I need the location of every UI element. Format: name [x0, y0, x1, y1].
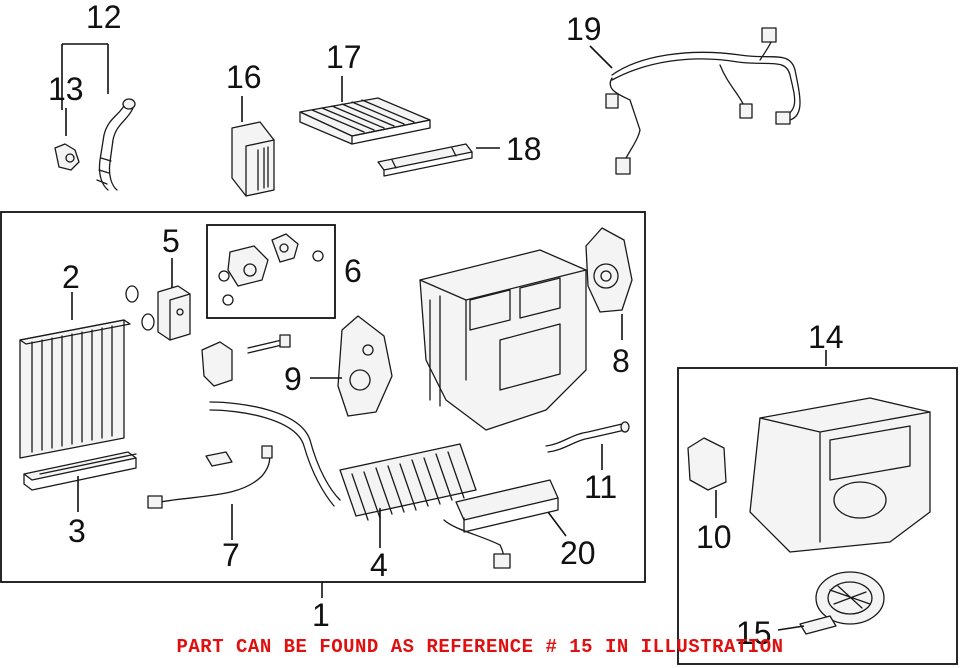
callout-8: 8 [612, 343, 630, 379]
part-4-heater-core[interactable] [209, 401, 477, 521]
part-16-module[interactable] [231, 121, 275, 197]
part-6-fittings[interactable] [218, 233, 324, 306]
callout-3: 3 [68, 513, 86, 549]
part-5-valve[interactable] [125, 285, 191, 341]
part-10-resistor[interactable] [687, 437, 727, 491]
callout-9: 9 [284, 361, 302, 397]
callout-5: 5 [162, 223, 180, 259]
part-13-fitting[interactable] [54, 143, 80, 171]
part-3-tank[interactable] [23, 451, 137, 491]
callout-20: 20 [560, 535, 596, 571]
callout-4: 4 [370, 547, 388, 583]
part-7-sensor[interactable] [147, 445, 273, 509]
part-19-harness[interactable] [605, 27, 801, 175]
callout-13: 13 [48, 71, 84, 107]
callout-2: 2 [62, 259, 80, 295]
callout-16: 16 [226, 59, 262, 95]
part-2-evaporator[interactable] [19, 319, 131, 459]
bolt [247, 334, 291, 354]
callout-17: 17 [326, 39, 362, 75]
fitting-kit-frame [206, 224, 336, 319]
callout-1: 1 [312, 597, 330, 633]
callout-6: 6 [344, 253, 362, 289]
blower-unit-frame [677, 367, 958, 665]
hvac-case[interactable] [419, 249, 587, 431]
callout-7: 7 [222, 537, 240, 573]
leaders [61, 43, 827, 631]
part-18-cover[interactable] [377, 143, 473, 177]
part-14-blower-housing[interactable] [749, 397, 931, 553]
part-12-hose[interactable] [96, 98, 136, 191]
part-11-hose[interactable] [545, 421, 630, 453]
callout-10: 10 [696, 519, 732, 555]
part-20-ptc[interactable] [443, 479, 559, 569]
callout-18: 18 [506, 131, 542, 167]
callout-14: 14 [808, 319, 844, 355]
part-17-filter[interactable] [299, 97, 431, 145]
reference-note: PART CAN BE FOUND AS REFERENCE # 15 IN I… [176, 636, 784, 658]
main-unit-frame [0, 211, 646, 583]
part-15-blower-motor[interactable] [799, 571, 885, 635]
clip [201, 341, 233, 387]
callout-11: 11 [584, 469, 617, 505]
callout-15: 15 [736, 615, 772, 651]
part-9-actuator[interactable] [337, 315, 393, 417]
callout-19: 19 [566, 11, 602, 47]
callout-12: 12 [86, 0, 122, 35]
part-8-servo[interactable] [585, 227, 633, 313]
